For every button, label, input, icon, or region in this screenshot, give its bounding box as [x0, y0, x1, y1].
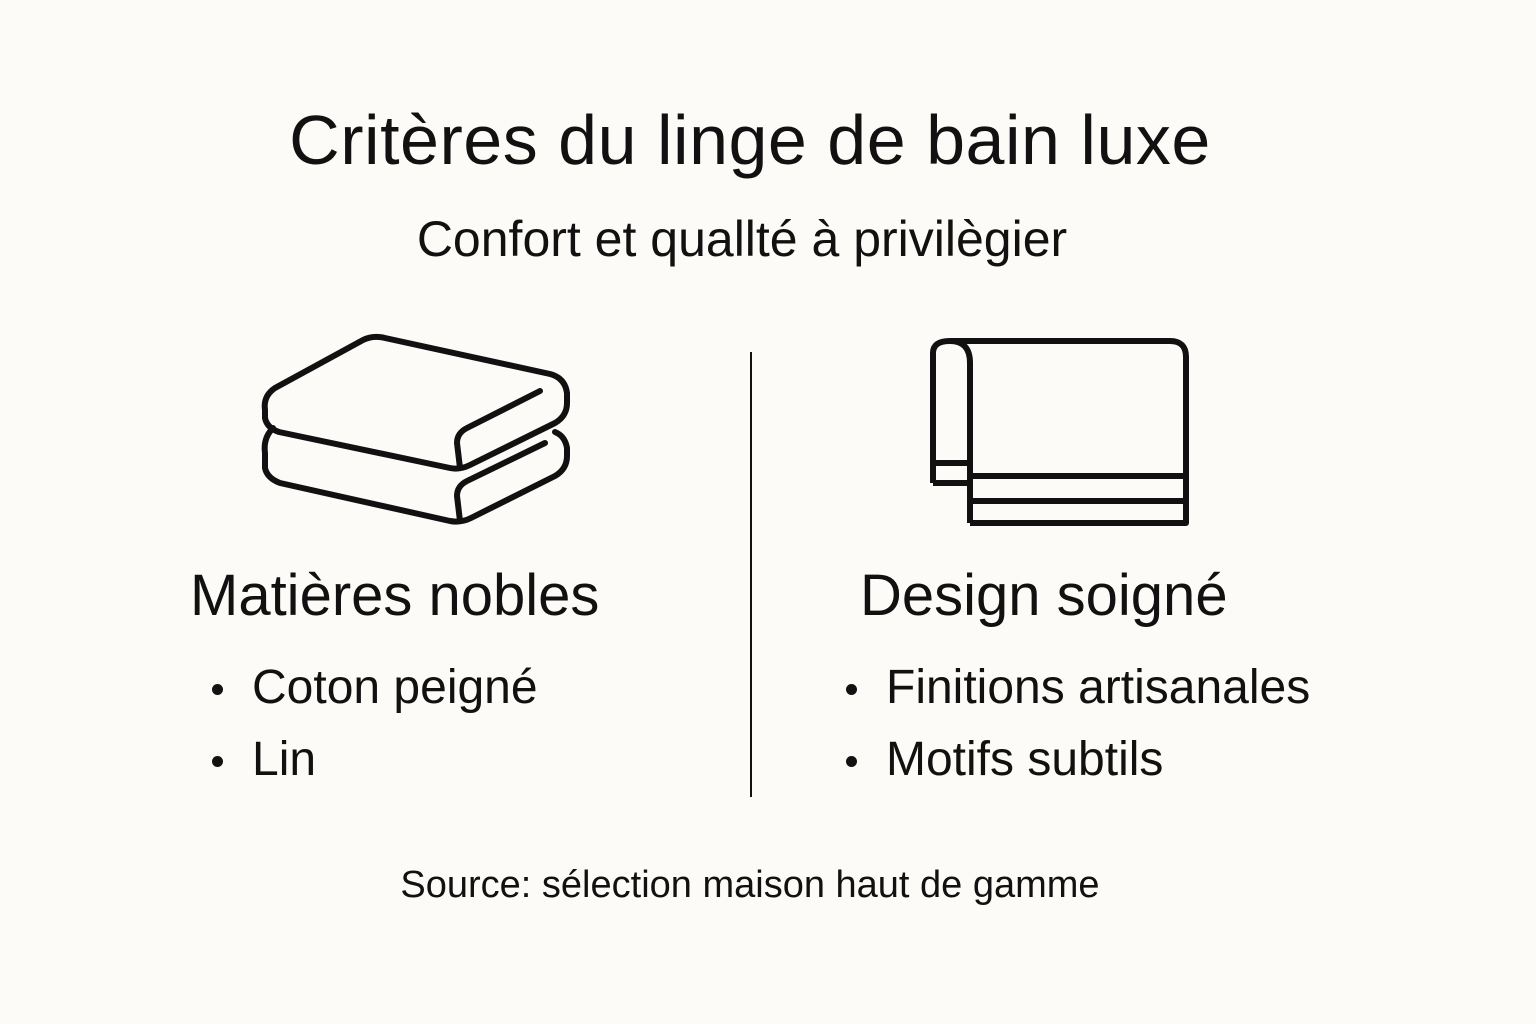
list-item: Motifs subtils [846, 724, 1310, 796]
page-title: Critères du linge de bain luxe [289, 101, 1211, 179]
design-list: Finitions artisanales Motifs subtils [846, 652, 1310, 796]
list-item: Lin [212, 724, 538, 796]
list-item: Finitions artisanales [846, 652, 1310, 724]
list-item: Coton peigné [212, 652, 538, 724]
hanging-towel-icon [930, 338, 1189, 526]
column-heading-materials: Matières nobles [190, 563, 600, 628]
folded-towels-icon [261, 333, 570, 525]
page-subtitle: Confort et quallté à privilègier [416, 211, 1068, 267]
source-note: Source: sélection maison haut de gamme [400, 864, 1100, 906]
column-heading-design: Design soigné [860, 563, 1228, 628]
column-divider [750, 352, 752, 797]
materials-list: Coton peigné Lin [212, 652, 538, 796]
